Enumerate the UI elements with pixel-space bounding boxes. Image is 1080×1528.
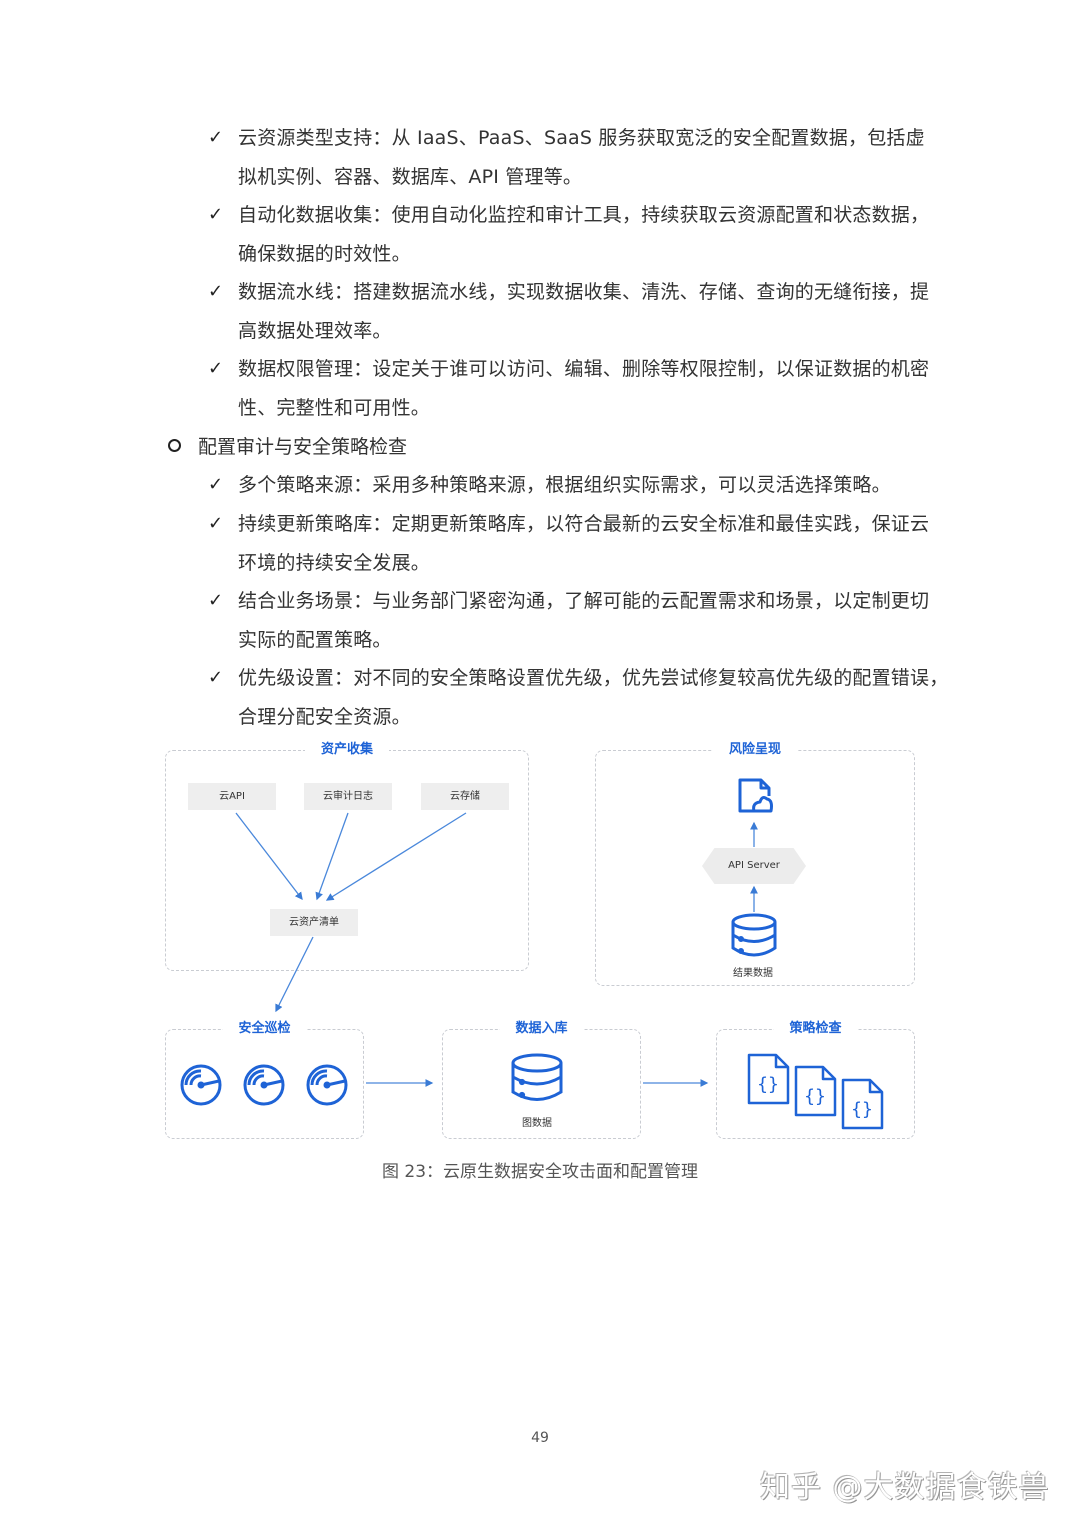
graph-data-label: 图数据 — [522, 1118, 552, 1129]
panel-title: 风险呈现 — [712, 740, 798, 760]
policy-check-panel: 策略检查 — [716, 1019, 915, 1139]
panel-title: 数据入库 — [499, 1019, 584, 1039]
list-item-line: 拟机实例、容器、数据库、API 管理等。 — [238, 165, 583, 188]
list-item: ✓ 数据权限管理：设定关于谁可以访问、编辑、删除等权限控制，以保证数据的机密 性… — [208, 350, 958, 427]
figure-caption: 图 23：云原生数据安全攻击面和配置管理 — [381, 1162, 699, 1182]
list-item-line: 实际的配置策略。 — [238, 628, 392, 651]
panel-title: 资产收集 — [304, 740, 390, 760]
panel-title: 策略检查 — [773, 1019, 858, 1039]
list-item-line: 优先级设置：对不同的安全策略设置优先级，优先尝试修复较高优先级的配置错误， — [238, 667, 949, 689]
list-item-line: 合理分配安全资源。 — [238, 705, 411, 728]
cloud-asset-inventory: 云资产清单 — [270, 909, 358, 936]
api-server-node: API Server — [702, 848, 806, 884]
source-cloud-storage: 云存储 — [421, 783, 509, 810]
result-data-label: 结果数据 — [733, 968, 773, 979]
check-icon: ✓ — [208, 204, 224, 225]
list-item-line: 云资源类型支持：从 IaaS、PaaS、SaaS 服务获取宽泛的安全配置数据，包… — [238, 127, 925, 149]
list-item-line: 持续更新策略库：定期更新策略库，以符合最新的云安全标准和最佳实践，保证云 — [238, 513, 930, 535]
list-item-line: 确保数据的时效性。 — [238, 242, 411, 265]
list-item-line: 数据流水线：搭建数据流水线，实现数据收集、清洗、存储、查询的无缝衔接，提 — [238, 281, 930, 303]
list-item: ✓ 数据流水线：搭建数据流水线，实现数据收集、清洗、存储、查询的无缝衔接，提 高… — [208, 273, 958, 350]
check-icon: ✓ — [208, 474, 224, 495]
source-cloud-api: 云API — [188, 783, 276, 810]
circle-bullet-icon — [168, 439, 181, 452]
list-item-line: 高数据处理效率。 — [238, 319, 392, 342]
security-patrol-panel: 安全巡检 — [165, 1019, 364, 1139]
source-cloud-audit-log: 云审计日志 — [304, 783, 392, 810]
list-item-line: 自动化数据收集：使用自动化监控和审计工具，持续获取云资源配置和状态数据， — [238, 204, 930, 226]
check-icon: ✓ — [208, 667, 224, 688]
check-icon: ✓ — [208, 590, 224, 611]
list-item: ✓ 多个策略来源：采用多种策略来源，根据组织实际需求，可以灵活选择策略。 — [208, 466, 958, 505]
watermark: 知乎 @大数据食铁兽 — [760, 1470, 1050, 1505]
section-heading: 配置审计与安全策略检查 — [168, 428, 407, 466]
list-item: ✓ 结合业务场景：与业务部门紧密沟通，了解可能的云配置需求和场景，以定制更切 实… — [208, 582, 958, 659]
panel-title: 安全巡检 — [222, 1019, 307, 1039]
check-icon: ✓ — [208, 281, 224, 302]
section-heading-text: 配置审计与安全策略检查 — [198, 436, 408, 458]
list-item-line: 多个策略来源：采用多种策略来源，根据组织实际需求，可以灵活选择策略。 — [238, 474, 891, 496]
list-item-line: 结合业务场景：与业务部门紧密沟通，了解可能的云配置需求和场景，以定制更切 — [238, 590, 930, 612]
check-icon: ✓ — [208, 358, 224, 379]
data-ingest-panel: 数据入库 — [442, 1019, 641, 1139]
list-item-line: 环境的持续安全发展。 — [238, 551, 431, 574]
list-item-line: 性、完整性和可用性。 — [238, 396, 431, 419]
list-item: ✓ 云资源类型支持：从 IaaS、PaaS、SaaS 服务获取宽泛的安全配置数据… — [208, 119, 958, 196]
check-icon: ✓ — [208, 127, 224, 148]
page-number: 49 — [531, 1430, 549, 1446]
list-item: ✓ 自动化数据收集：使用自动化监控和审计工具，持续获取云资源配置和状态数据， 确… — [208, 196, 958, 273]
check-icon: ✓ — [208, 513, 224, 534]
list-item: ✓ 持续更新策略库：定期更新策略库，以符合最新的云安全标准和最佳实践，保证云 环… — [208, 505, 958, 582]
list-item-line: 数据权限管理：设定关于谁可以访问、编辑、删除等权限控制，以保证数据的机密 — [238, 358, 930, 380]
list-item: ✓ 优先级设置：对不同的安全策略设置优先级，优先尝试修复较高优先级的配置错误， … — [208, 659, 958, 736]
